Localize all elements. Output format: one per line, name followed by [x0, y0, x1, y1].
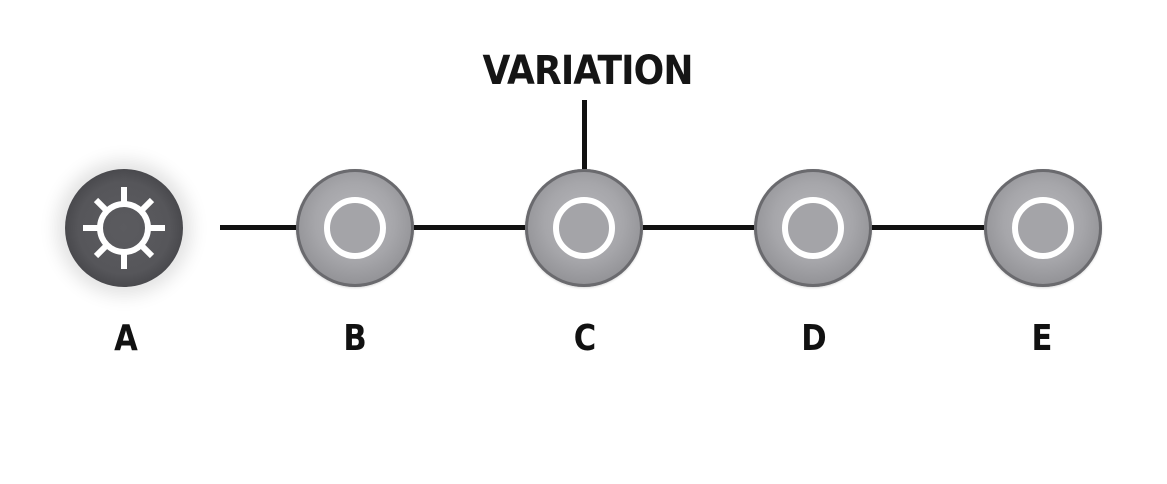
connector-d-e	[868, 225, 988, 230]
variation-pointer-line	[582, 100, 587, 170]
node-label-a: A	[114, 318, 138, 359]
node-label-c: C	[573, 318, 597, 359]
variation-title: VARIATION	[482, 48, 694, 94]
sun-icon	[83, 187, 165, 269]
node-label-b: B	[343, 318, 367, 359]
node-label-d: D	[801, 318, 827, 359]
ring-icon	[1012, 197, 1074, 259]
connector-c-d	[640, 225, 758, 230]
ring-icon	[553, 197, 615, 259]
node-c	[525, 169, 643, 287]
ring-icon	[324, 197, 386, 259]
node-b	[296, 169, 414, 287]
node-e	[984, 169, 1102, 287]
connector-b-c	[410, 225, 530, 230]
ring-icon	[782, 197, 844, 259]
node-label-e: E	[1031, 318, 1053, 359]
node-d	[754, 169, 872, 287]
connector-a-b	[220, 225, 300, 230]
node-a	[65, 169, 183, 287]
